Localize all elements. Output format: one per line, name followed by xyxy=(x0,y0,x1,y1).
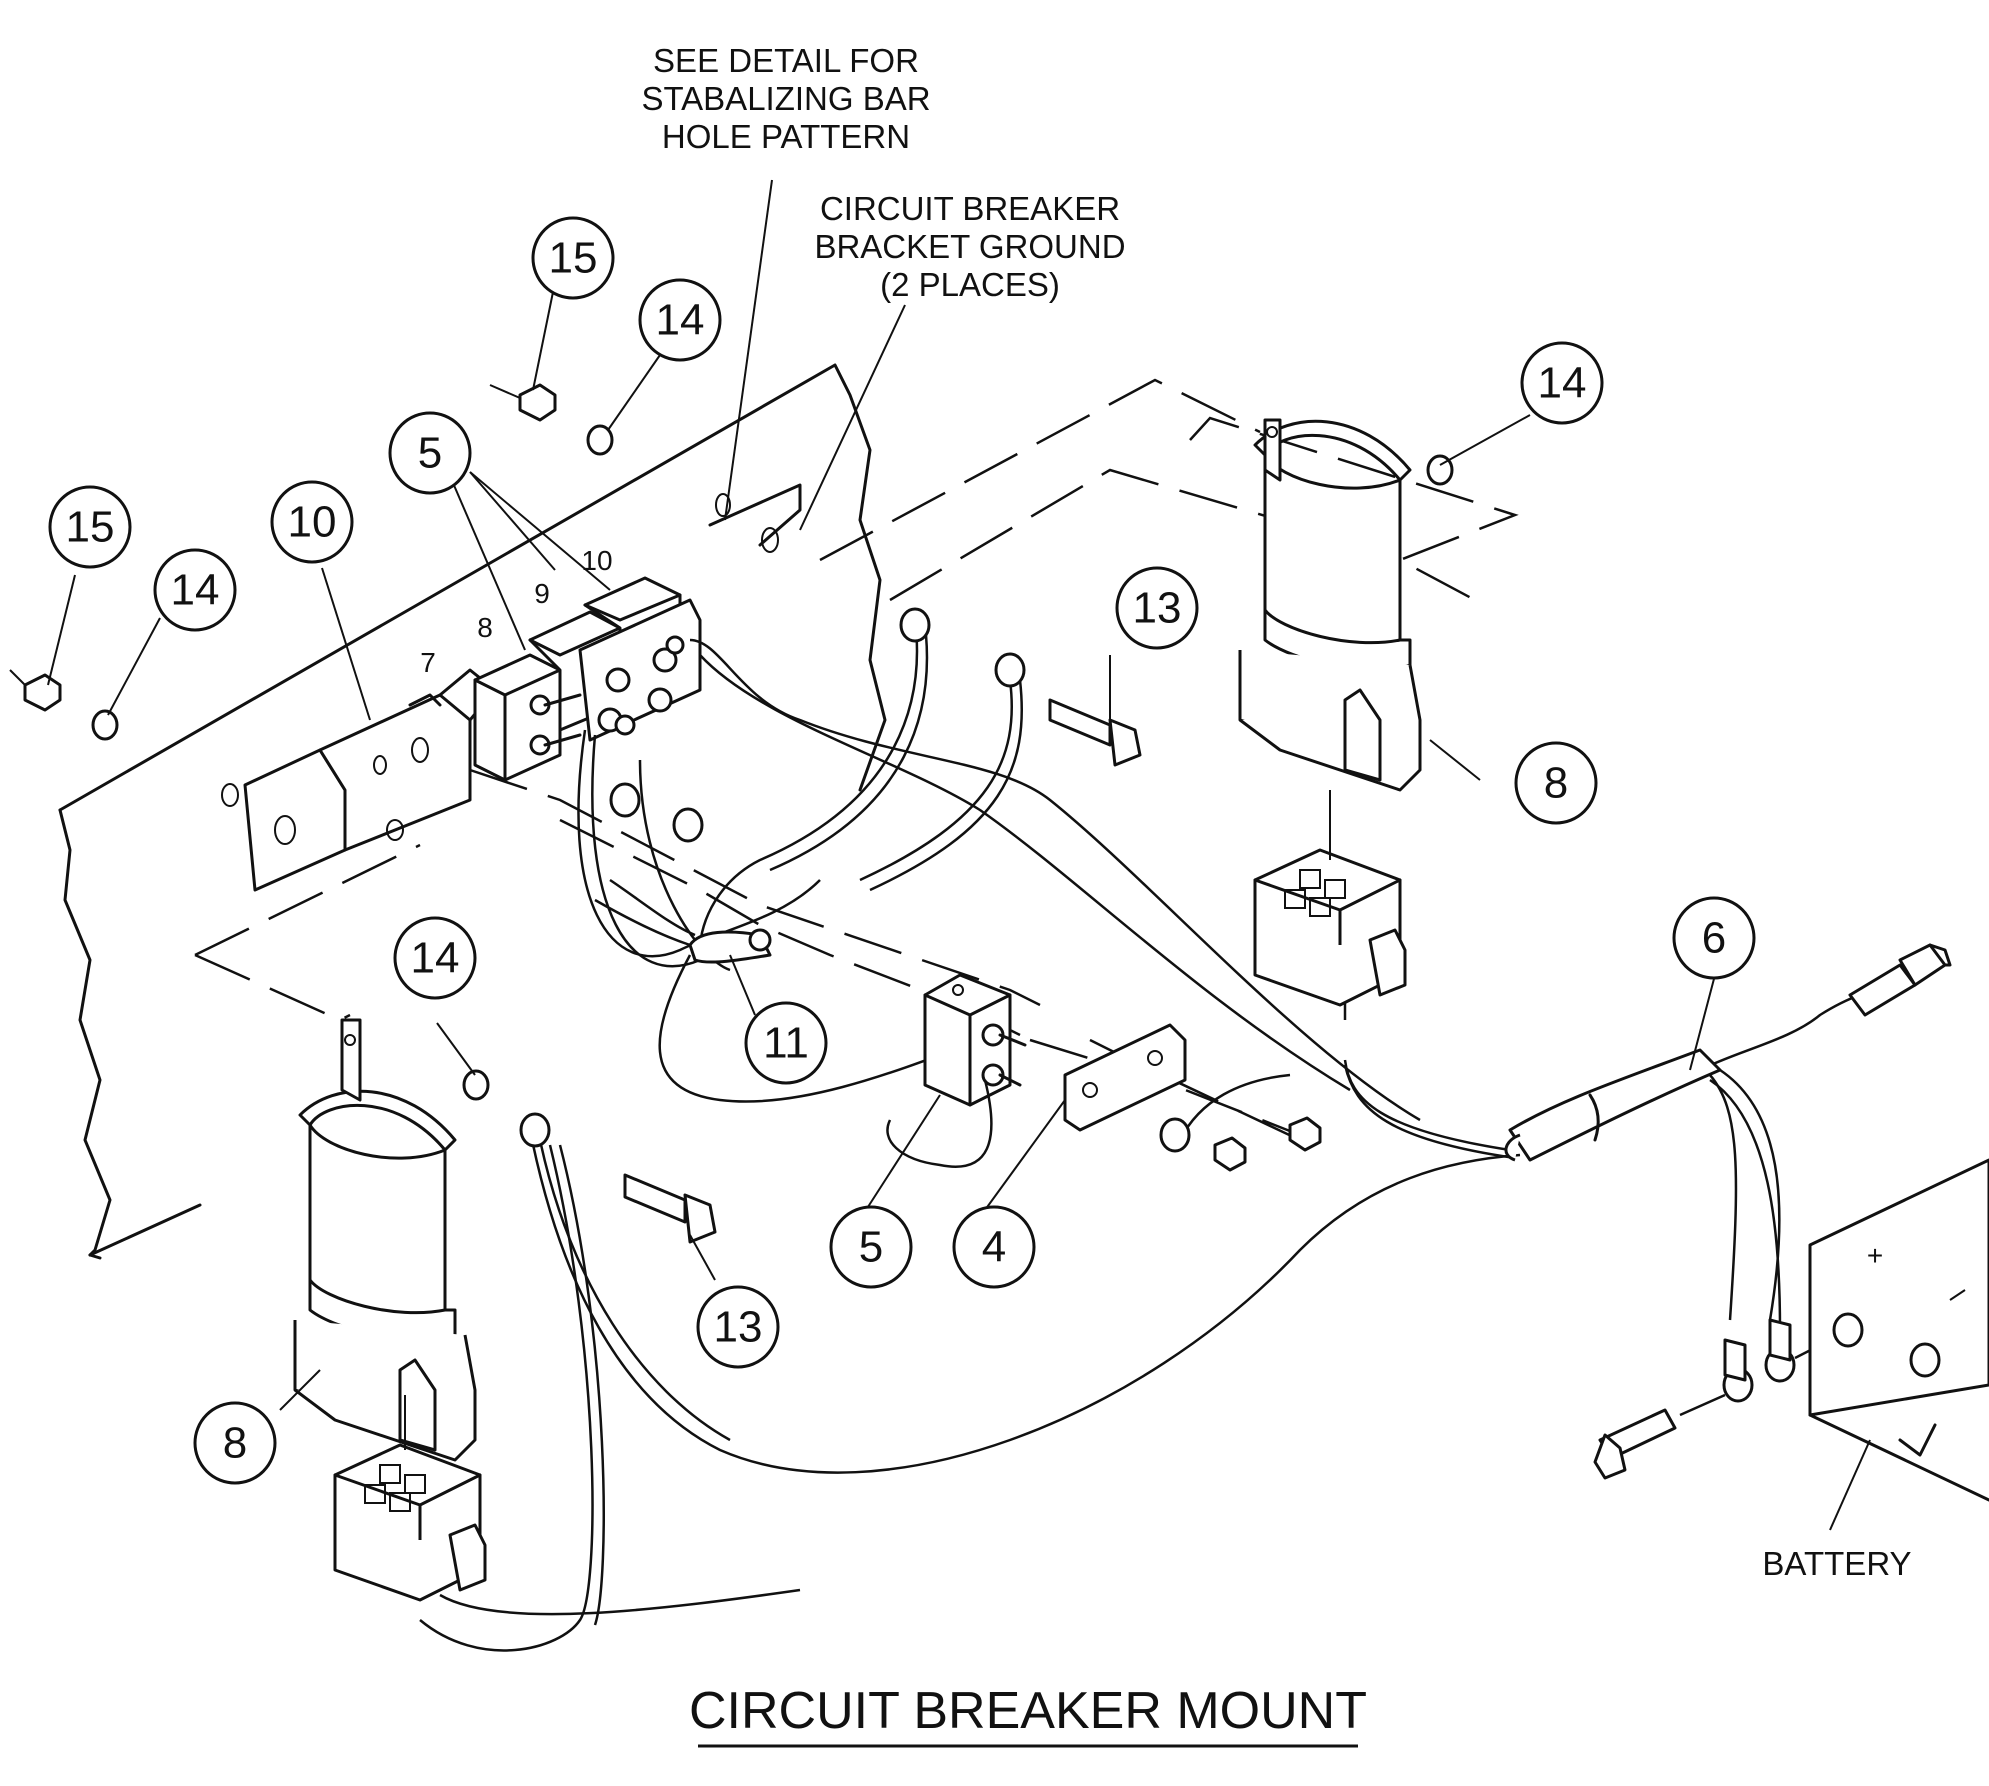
wire-bundle xyxy=(594,878,772,964)
leader-lines xyxy=(47,179,1871,1531)
breaker-number-8: 8 xyxy=(477,612,493,643)
relay-right xyxy=(1238,418,1422,792)
circuit-breaker-lower xyxy=(886,973,1027,1168)
callout-8-lower: 8 xyxy=(193,1401,277,1485)
callout-14-lower: 14 xyxy=(393,916,477,1000)
callout-label: 15 xyxy=(549,234,598,283)
callout-label: 14 xyxy=(1538,359,1587,408)
note-line: HOLE PATTERN xyxy=(662,118,910,155)
callout-label: 13 xyxy=(1133,584,1182,633)
callout-label: 4 xyxy=(982,1223,1006,1272)
battery-label: BATTERY xyxy=(1762,1545,1911,1582)
note-line: (2 PLACES) xyxy=(880,266,1060,303)
connector-lower xyxy=(333,1395,487,1602)
note-line: SEE DETAIL FOR xyxy=(653,42,919,79)
callout-label: 5 xyxy=(418,429,442,478)
hardware xyxy=(9,383,1841,1480)
harness-sleeve xyxy=(1504,1048,1722,1162)
breaker-number-10: 10 xyxy=(581,545,612,576)
callout-label: 10 xyxy=(288,498,337,547)
bracket-4 xyxy=(1063,1023,1187,1132)
callout-5-lower: 5 xyxy=(829,1205,913,1289)
battery-plus-sign: + xyxy=(1867,1240,1883,1271)
callout-4: 4 xyxy=(952,1205,1036,1289)
callout-13-upper: 13 xyxy=(1115,566,1199,650)
relay-lower xyxy=(293,1018,477,1462)
battery xyxy=(1808,1158,1989,1502)
callout-8-right: 8 xyxy=(1514,741,1598,825)
callout-label: 8 xyxy=(223,1419,247,1468)
callout-label: 8 xyxy=(1544,759,1568,808)
callout-label: 11 xyxy=(763,1019,809,1068)
callout-14-left: 14 xyxy=(153,548,237,632)
callout-14-top: 14 xyxy=(638,278,722,362)
callout-label: 14 xyxy=(411,934,460,983)
diagram-title: CIRCUIT BREAKER MOUNT xyxy=(689,1682,1367,1740)
note-stabilizing-bar: SEE DETAIL FOR STABALIZING BAR HOLE PATT… xyxy=(641,42,930,155)
callout-15-top: 15 xyxy=(531,216,615,300)
note-line: CIRCUIT BREAKER xyxy=(820,190,1120,227)
breaker-blocks xyxy=(473,576,702,782)
note-line: BRACKET GROUND xyxy=(814,228,1125,265)
breaker-number-9: 9 xyxy=(534,578,550,609)
breaker-number-7: 7 xyxy=(420,647,436,678)
note-bracket-ground: CIRCUIT BREAKER BRACKET GROUND (2 PLACES… xyxy=(814,190,1125,303)
breaker-bracket xyxy=(221,483,802,892)
callout-15-left: 15 xyxy=(48,485,132,569)
callout-label: 13 xyxy=(714,1303,763,1352)
callout-6: 6 xyxy=(1672,896,1756,980)
callout-label: 5 xyxy=(859,1223,883,1272)
callout-label: 6 xyxy=(1702,914,1726,963)
callout-11: 11 xyxy=(744,1001,828,1085)
mounting-panel xyxy=(58,363,887,1260)
callout-label: 15 xyxy=(66,503,115,552)
callout-label: 14 xyxy=(656,296,705,345)
connector-right xyxy=(1253,790,1407,1007)
callout-13-lower: 13 xyxy=(696,1285,780,1369)
note-line: STABALIZING BAR xyxy=(641,80,930,117)
callout-5-upper: 5 xyxy=(388,411,472,495)
callout-10-upper: 10 xyxy=(270,480,354,564)
harness-plug xyxy=(1848,943,1952,1017)
callout-label: 14 xyxy=(171,566,220,615)
callout-14-right: 14 xyxy=(1520,341,1604,425)
